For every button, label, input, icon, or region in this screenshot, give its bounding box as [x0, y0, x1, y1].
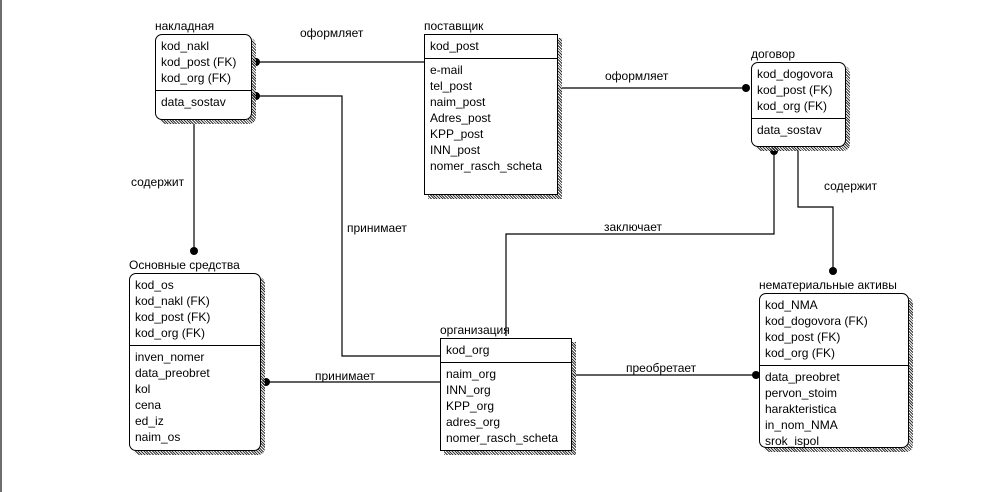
entity-box: kod_NMA kod_dogovora (FK) kod_post (FK) …: [759, 293, 909, 448]
attribute: inven_nomer: [135, 350, 205, 364]
attribute: naim_post: [430, 95, 486, 109]
attribute-section: inven_nomer data_preobret kol cena ed_iz…: [130, 346, 260, 447]
rel-label-oformlyaet-nakladnaya: оформляет: [300, 26, 364, 40]
key-attribute: kod_dogovora (FK): [765, 314, 868, 328]
key-attribute: kod_org (FK): [757, 99, 828, 113]
entity-title: организация: [440, 323, 510, 337]
key-attribute: kod_post (FK): [757, 83, 833, 97]
attribute-section: naim_org INN_org KPP_org adres_org nomer…: [441, 363, 571, 448]
attribute: data_preobret: [765, 370, 840, 384]
attribute: KPP_org: [446, 399, 495, 413]
attribute: data_sostav: [161, 95, 226, 109]
key-attribute: kod_org (FK): [135, 326, 206, 340]
entity-box: kod_dogovora kod_post (FK) kod_org (FK) …: [751, 62, 846, 147]
attribute: data_preobret: [135, 366, 210, 380]
rel-line-prinimaet-nakladnaya: [256, 95, 440, 357]
rel-label-prinimaet-os: принимает: [315, 369, 375, 383]
attribute: nomer_rasch_scheta: [446, 431, 559, 445]
rel-line-zaklyuchaet: [505, 151, 775, 336]
entity-box: kod_org naim_org INN_org KPP_org adres_o…: [440, 338, 572, 451]
rel-line-soderzhit-nma: [797, 146, 834, 271]
key-section: kod_org: [441, 339, 571, 363]
key-attribute: kod_post (FK): [161, 55, 237, 69]
attribute: INN_org: [446, 383, 491, 397]
key-attribute: kod_post (FK): [135, 310, 211, 324]
attribute: ed_iz: [135, 414, 164, 428]
attribute: srok_ispol: [765, 434, 820, 448]
key-attribute: kod_nakl (FK): [135, 294, 210, 308]
key-attribute: kod_dogovora: [757, 67, 834, 81]
attribute: naim_org: [446, 367, 497, 381]
entity-osnovnye-sredstva[interactable]: Основные средства kod_os kod_nakl (FK) k…: [129, 258, 265, 455]
attribute: data_sostav: [757, 123, 822, 137]
key-attribute: kod_NMA: [765, 298, 818, 312]
attribute: kol: [135, 382, 151, 396]
entity-box: kod_post e-mail tel_post naim_post Adres…: [424, 34, 558, 195]
key-attribute: kod_org: [446, 343, 490, 357]
entity-postavshchik[interactable]: поставщик kod_post e-mail tel_post naim_…: [424, 19, 562, 199]
attribute: in_nom_NMA: [765, 418, 838, 432]
attribute: cena: [135, 398, 162, 412]
attribute: tel_post: [430, 79, 473, 93]
entity-nakladnaya[interactable]: накладная kod_nakl kod_post (FK) kod_org…: [155, 19, 256, 124]
entity-title: поставщик: [424, 19, 484, 33]
rel-label-preobretaet: преобретает: [626, 361, 697, 375]
entity-box: kod_nakl kod_post (FK) kod_org (FK) data…: [155, 34, 252, 120]
attribute-section: data_sostav: [752, 119, 845, 140]
rel-end-dot: [752, 371, 760, 379]
attribute: nomer_rasch_scheta: [430, 159, 543, 173]
entity-title: нематериальные активы: [759, 278, 897, 292]
attribute: harakteristica: [765, 402, 837, 416]
entity-title: накладная: [155, 19, 215, 33]
rel-end-dot: [742, 84, 750, 92]
rel-label-prinimaet-nakladnaya: принимает: [347, 221, 407, 235]
rel-label-oformlyaet-dogovor: оформляет: [605, 69, 669, 83]
key-section: kod_NMA kod_dogovora (FK) kod_post (FK) …: [760, 294, 908, 366]
entity-title: договор: [751, 47, 796, 61]
key-section: kod_dogovora kod_post (FK) kod_org (FK): [752, 63, 845, 119]
rel-end-dot: [829, 267, 837, 275]
rel-label-soderzhit-os: содержит: [131, 175, 185, 189]
attribute: KPP_post: [430, 127, 484, 141]
attribute: INN_post: [430, 143, 481, 157]
entity-dogovor[interactable]: договор kod_dogovora kod_post (FK) kod_o…: [751, 47, 850, 151]
attribute: naim_os: [135, 430, 181, 444]
key-section: kod_nakl kod_post (FK) kod_org (FK): [156, 35, 251, 91]
key-attribute: kod_post (FK): [765, 330, 841, 344]
attribute: Adres_post: [430, 111, 491, 125]
entity-title: Основные средства: [129, 258, 240, 272]
key-section: kod_post: [425, 35, 557, 59]
entity-organizatsiya[interactable]: организация kod_org naim_org INN_org KPP…: [440, 323, 576, 455]
key-attribute: kod_org (FK): [161, 71, 232, 85]
attribute-section: data_preobret pervon_stoim harakteristic…: [760, 366, 908, 451]
key-attribute: kod_os: [135, 278, 174, 292]
attribute: e-mail: [430, 63, 463, 77]
attribute: adres_org: [446, 415, 501, 429]
key-section: kod_os kod_nakl (FK) kod_post (FK) kod_o…: [130, 274, 260, 346]
attribute: pervon_stoim: [765, 386, 838, 400]
attribute-section: data_sostav: [156, 91, 251, 112]
entity-nematerialnye-aktivy[interactable]: нематериальные активы kod_NMA kod_dogovo…: [759, 278, 913, 452]
key-attribute: kod_nakl: [161, 39, 210, 53]
rel-label-soderzhit-nma: содержит: [824, 179, 878, 193]
key-attribute: kod_org (FK): [765, 346, 836, 360]
key-attribute: kod_post: [430, 39, 479, 53]
rel-label-zaklyuchaet: заключает: [604, 220, 662, 234]
rel-end-dot: [190, 247, 198, 255]
attribute-section: e-mail tel_post naim_post Adres_post KPP…: [425, 59, 557, 176]
entity-box: kod_os kod_nakl (FK) kod_post (FK) kod_o…: [129, 273, 261, 451]
